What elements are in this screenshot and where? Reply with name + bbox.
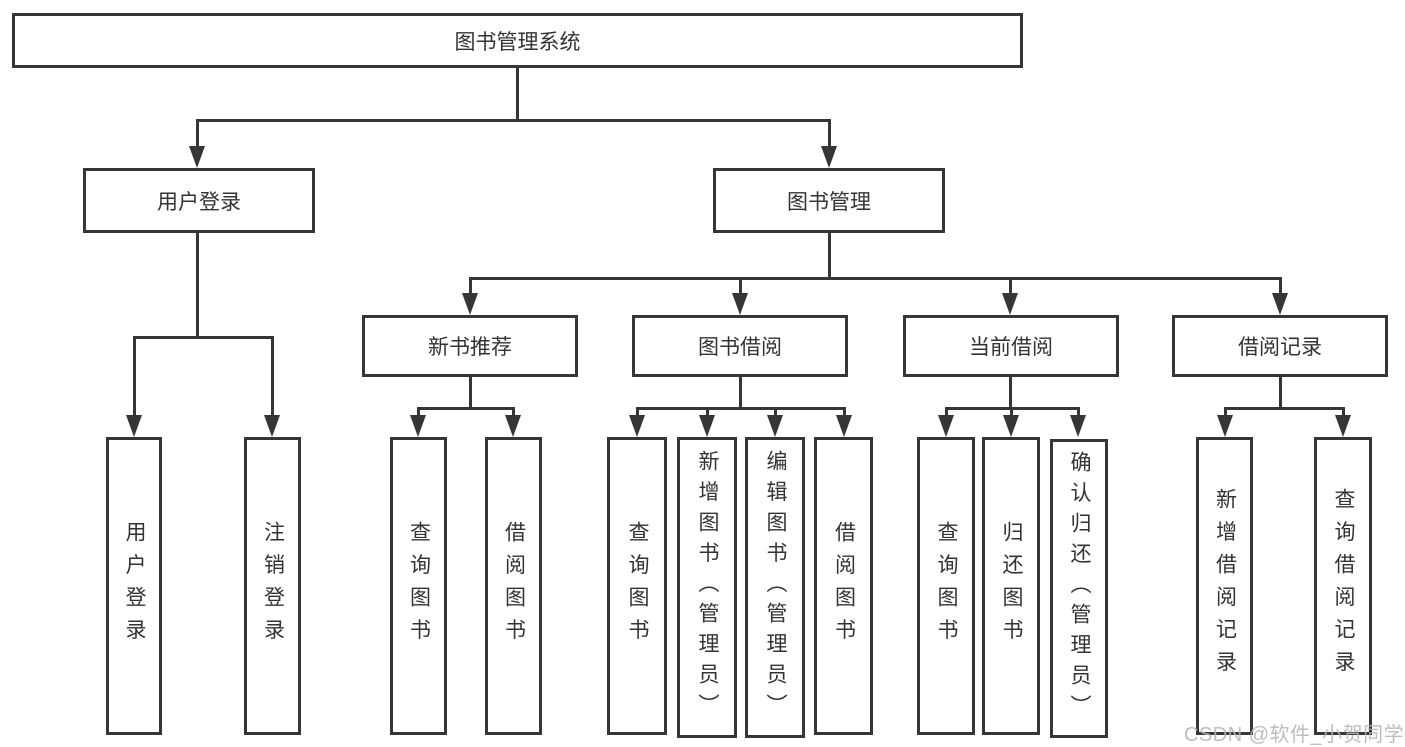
connector-arrow-shaft: [1279, 277, 1282, 294]
node-book-management: 图书管理: [713, 168, 945, 233]
node-label: 用户登录: [123, 520, 146, 652]
connector-level3-rail: [469, 277, 1282, 280]
connector-borrow-records-stem: [1279, 377, 1282, 407]
arrow-down-icon: [1003, 415, 1019, 437]
arrow-down-icon: [264, 415, 280, 437]
arrow-down-icon: [410, 415, 426, 437]
connector-arrow-shaft: [636, 407, 639, 416]
leaf-add-book-admin: 新增图书（管理员）: [677, 437, 737, 738]
connector-arrow-shaft: [196, 119, 199, 149]
arrow-down-icon: [1217, 415, 1233, 437]
node-label: 用户登录: [157, 190, 241, 214]
node-label: 图书管理系统: [454, 30, 581, 54]
arrow-down-icon: [732, 293, 748, 315]
node-label: 图书管理: [787, 190, 871, 214]
arrow-down-icon: [1335, 415, 1351, 437]
connector-new-book-stem: [469, 377, 472, 407]
arrow-down-icon: [629, 415, 645, 437]
connector-arrow-shaft: [774, 407, 777, 416]
connector-book-borrow-rail: [636, 407, 845, 410]
node-user-login: 用户登录: [83, 168, 315, 233]
connector-arrow-shaft: [1010, 407, 1013, 416]
leaf-query-book-recommend: 查询图书: [390, 437, 447, 735]
node-label: 查询图书: [407, 520, 431, 652]
connector-user-login-rail: [133, 336, 274, 339]
arrow-down-icon: [1272, 293, 1288, 315]
leaf-borrow-book-recommend: 借阅图书: [485, 437, 542, 735]
csdn-watermark: CSDN @软件_小贺同学: [1184, 724, 1405, 746]
arrow-down-icon: [462, 293, 478, 315]
arrow-down-icon: [126, 415, 142, 437]
connector-borrow-records-rail: [1224, 407, 1345, 410]
connector-arrow-shaft: [945, 407, 948, 416]
arrow-down-icon: [836, 415, 852, 437]
arrow-down-icon: [1002, 293, 1018, 315]
node-label: 新书推荐: [428, 336, 512, 359]
node-label: 注销登录: [261, 520, 285, 652]
node-label: 确认归还（管理员）: [1068, 451, 1091, 726]
node-label: 借阅图书: [502, 520, 526, 652]
node-new-book-recommend: 新书推荐: [362, 315, 578, 377]
node-label: 查询图书: [935, 520, 958, 652]
connector-new-book-rail: [417, 407, 515, 410]
node-label: 查询图书: [626, 520, 649, 652]
node-root-library-management-system: 图书管理系统: [12, 13, 1023, 68]
leaf-query-borrow-record: 查询借阅记录: [1314, 437, 1372, 735]
leaf-return-book: 归还图书: [982, 437, 1040, 735]
node-label: 当前借阅: [969, 336, 1053, 359]
leaf-edit-book-admin: 编辑图书（管理员）: [745, 437, 805, 738]
arrow-down-icon: [699, 415, 715, 437]
leaf-user-login: 用户登录: [106, 437, 162, 735]
connector-arrow-shaft: [706, 407, 709, 416]
node-label: 查询借阅记录: [1332, 488, 1355, 684]
node-label: 新增借阅记录: [1213, 488, 1237, 684]
connector-arrow-shaft: [469, 277, 472, 294]
connector-current-borrow-stem: [1009, 377, 1012, 407]
leaf-add-borrow-record: 新增借阅记录: [1196, 437, 1253, 735]
connector-arrow-shaft: [843, 407, 846, 416]
node-label: 编辑图书（管理员）: [764, 450, 787, 725]
arrow-down-icon: [938, 415, 954, 437]
leaf-confirm-return-admin: 确认归还（管理员）: [1050, 439, 1108, 738]
leaf-query-book-current: 查询图书: [917, 437, 975, 735]
connector-arrow-shaft: [1342, 407, 1345, 416]
connector-arrow-shaft: [133, 336, 136, 416]
connector-arrow-shaft: [1077, 407, 1080, 416]
connector-arrow-shaft: [512, 407, 515, 416]
connector-root-stem: [516, 68, 519, 119]
connector-arrow-shaft: [1009, 277, 1012, 294]
node-label: 新增图书（管理员）: [696, 450, 719, 725]
arrow-down-icon: [189, 146, 205, 168]
arrow-down-icon: [821, 146, 837, 168]
node-label: 借阅记录: [1238, 336, 1322, 359]
connector-user-login-stem: [196, 233, 199, 336]
leaf-borrow-book: 借阅图书: [814, 437, 873, 735]
connector-book-borrow-stem: [739, 377, 742, 407]
connector-arrow-shaft: [417, 407, 420, 416]
connector-arrow-shaft: [271, 336, 274, 416]
node-label: 图书借阅: [698, 336, 782, 359]
arrow-down-icon: [505, 415, 521, 437]
leaf-query-book-borrow: 查询图书: [607, 437, 667, 735]
connector-arrow-shaft: [1224, 407, 1227, 416]
node-label: 归还图书: [1000, 520, 1023, 652]
node-borrow-records: 借阅记录: [1172, 315, 1388, 377]
node-current-borrow: 当前借阅: [903, 315, 1119, 377]
connector-book-management-stem: [828, 233, 831, 277]
connector-level2-rail: [196, 119, 831, 122]
connector-arrow-shaft: [739, 277, 742, 294]
arrow-down-icon: [767, 415, 783, 437]
leaf-logout: 注销登录: [244, 437, 301, 735]
arrow-down-icon: [1070, 415, 1086, 437]
node-book-borrow: 图书借阅: [632, 315, 848, 377]
connector-arrow-shaft: [828, 119, 831, 149]
node-label: 借阅图书: [832, 520, 856, 652]
